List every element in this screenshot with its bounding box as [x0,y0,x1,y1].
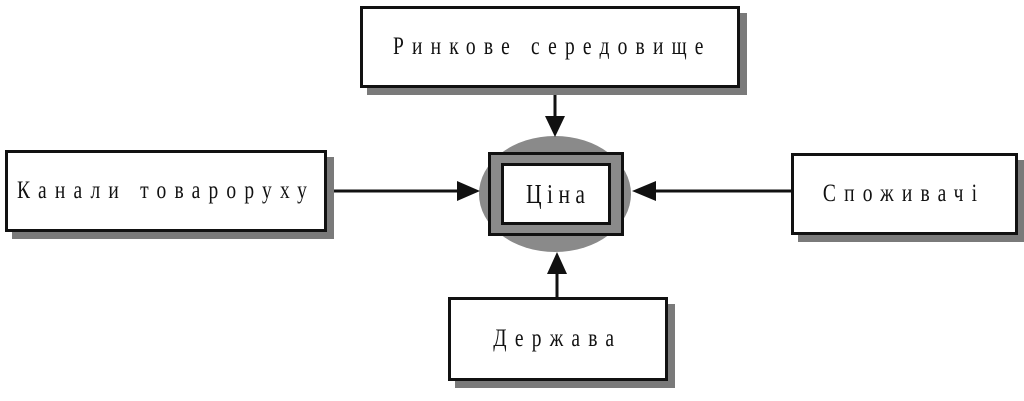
node-market-environment: Ринкове середовище [360,6,740,88]
node-consumers: Споживачі [791,153,1018,235]
node-market-environment-label: Ринкове середовище [393,33,712,60]
arrowhead-right [632,181,656,201]
node-price: Ціна [501,163,611,225]
node-state: Держава [448,297,668,381]
arrowhead-bottom [547,252,567,274]
node-price-label: Ціна [525,178,591,209]
node-consumers-label: Споживачі [823,180,986,207]
node-state-label: Держава [493,325,623,352]
arrowhead-left [457,181,480,201]
arrowhead-top [545,116,565,137]
node-distribution-channels-label: Канали товароруху [16,177,316,204]
node-price-frame: Ціна [488,152,624,236]
node-distribution-channels: Канали товароруху [5,150,327,232]
